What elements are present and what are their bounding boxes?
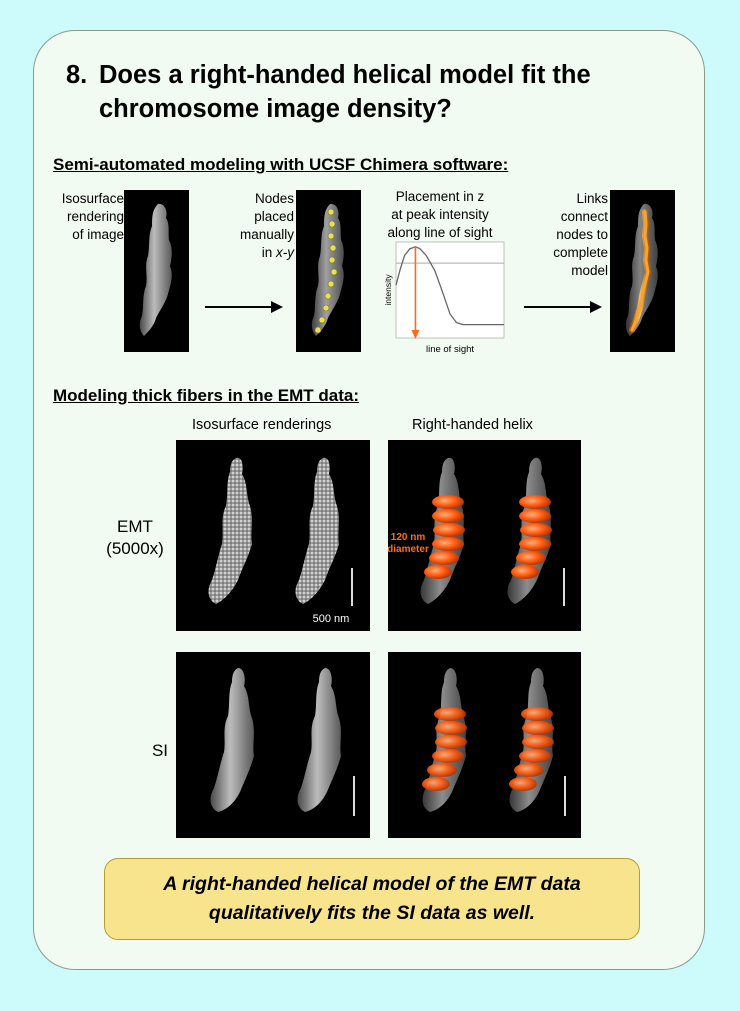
step-nodes-label: Nodes placed manually in x-y <box>239 191 294 260</box>
row-label-si: SI <box>151 741 169 760</box>
diameter-annotation-label: diameter <box>388 544 429 555</box>
right-arrow-icon <box>524 301 602 313</box>
intensity-profile-chart: intensity line of sight <box>383 241 505 355</box>
intensity-curve <box>395 246 504 326</box>
nodes-placed-image <box>296 190 361 352</box>
title-number: 8. <box>66 61 88 89</box>
step-isosurface-label: Isosurface rendering of image <box>61 191 124 242</box>
peak-marker-arrowhead <box>411 330 420 339</box>
conclusion-line-1: A right-handed helical model of the EMT … <box>163 873 581 895</box>
conclusion-box: A right-handed helical model of the EMT … <box>104 858 640 940</box>
emt-isosurface-image: 500 nm <box>176 440 370 631</box>
right-arrow-icon <box>205 301 283 313</box>
section-heading-emt: Modeling thick fibers in the EMT data: <box>53 386 360 405</box>
col-header-isosurface: Isosurface renderings <box>192 417 332 433</box>
scale-label: 500 nm <box>313 613 350 625</box>
chart-frame <box>395 241 505 339</box>
emt-helix-image: 120 nm diameter <box>388 440 581 631</box>
diameter-annotation-value: 120 nm <box>391 532 426 543</box>
step-links-label: Links connect nodes to complete model <box>553 191 608 278</box>
si-helix-image <box>388 652 581 838</box>
title-text: Does a right-handed helical model fit th… <box>99 61 591 123</box>
linked-model-image <box>610 190 675 352</box>
row-label-emt: EMT (5000x) <box>106 517 164 558</box>
col-header-helix: Right-handed helix <box>412 417 533 433</box>
isosurface-rendering-image <box>124 190 189 352</box>
step-placement-label: Placement in z at peak intensity along l… <box>387 189 493 240</box>
conclusion-line-2: qualitatively fits the SI data as well. <box>208 902 536 924</box>
si-isosurface-image <box>176 652 370 838</box>
chart-y-label: intensity <box>383 274 393 306</box>
chart-x-label: line of sight <box>426 344 474 355</box>
section-heading-chimera: Semi-automated modeling with UCSF Chimer… <box>53 155 509 174</box>
